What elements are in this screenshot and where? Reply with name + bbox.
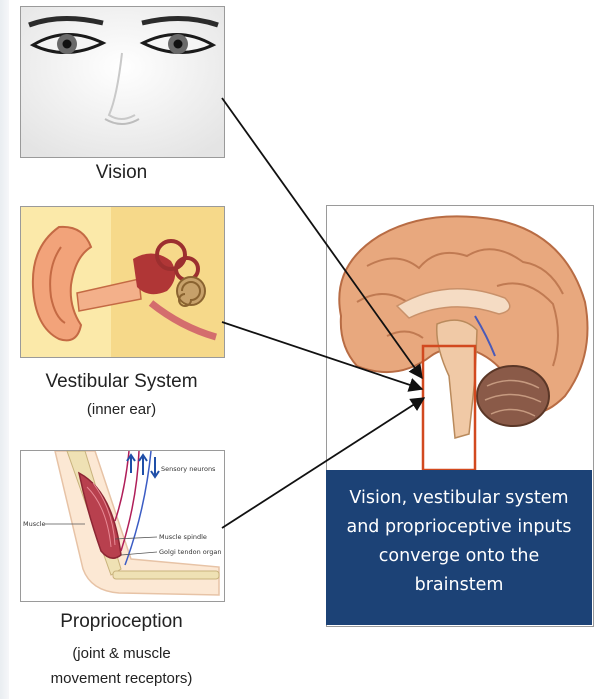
summary-box: Vision, vestibular system and propriocep… xyxy=(326,470,592,625)
proprioception-subcaption-line1: (joint & muscle xyxy=(0,645,243,662)
vision-image xyxy=(20,6,225,158)
proprioception-caption: Proprioception xyxy=(0,611,243,633)
proprioception-image: Sensory neurons Muscle Muscle spindle Go… xyxy=(20,450,225,602)
muscle-label: Muscle xyxy=(23,520,46,528)
vestibular-image xyxy=(20,206,225,358)
slide-left-rail xyxy=(0,0,9,699)
golgi-tendon-label: Golgi tendon organ xyxy=(159,548,222,556)
muscle-spindle-label: Muscle spindle xyxy=(159,533,207,541)
vision-caption: Vision xyxy=(20,162,223,184)
summary-line-3: converge onto the xyxy=(334,542,584,571)
vestibular-subcaption: (inner ear) xyxy=(20,401,223,418)
arm-muscle-icon: Sensory neurons Muscle Muscle spindle Go… xyxy=(21,451,224,601)
summary-line-1: Vision, vestibular system xyxy=(334,484,584,513)
brain-sagittal-icon xyxy=(327,206,593,472)
proprioception-subcaption-line2: movement receptors) xyxy=(0,670,243,687)
eyes-face-icon xyxy=(21,7,224,157)
sensory-neurons-label: Sensory neurons xyxy=(161,465,216,473)
inner-ear-icon xyxy=(21,207,224,357)
summary-line-2: and proprioceptive inputs xyxy=(334,513,584,542)
summary-line-4: brainstem xyxy=(334,571,584,600)
vestibular-caption: Vestibular System xyxy=(20,371,223,393)
